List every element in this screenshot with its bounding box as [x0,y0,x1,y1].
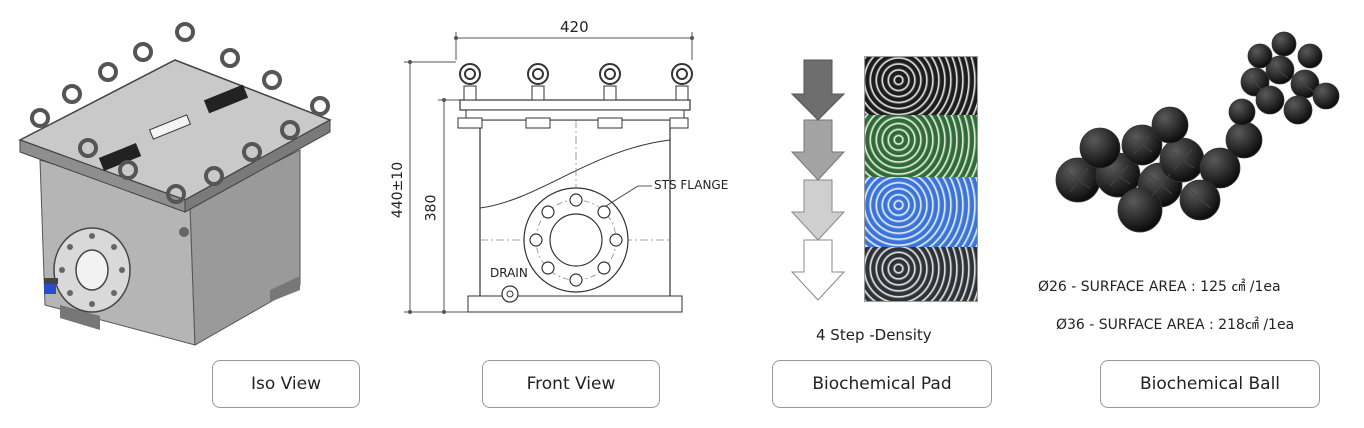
dimension-width: 420 [560,18,589,36]
front-view-drawing [404,32,694,314]
biochemical-ball-image [1055,31,1340,233]
pad-layer-3 [865,177,977,247]
callout-drain: DRAIN [490,266,528,280]
pad-caption: 4 Step -Density [816,326,932,344]
filter-pad-layers [864,56,978,302]
callout-sts-flange: STS FLANGE [654,178,729,192]
iso-view-drawing [18,22,332,346]
dimension-height-total: 440±10 [390,161,407,219]
front-view-label[interactable]: Front View [482,360,660,408]
dimension-height-body: 380 [423,194,440,222]
pad-layer-4 [865,247,977,301]
biochemical-ball-panel: Ø26 - SURFACE AREA : 125 ㎠ /1ea Ø36 - SU… [1030,0,1364,428]
pad-layer-2 [865,115,977,177]
iso-view-label[interactable]: Iso View [212,360,360,408]
front-view-panel: 420 440±10 380 STS FLANGE DRAIN Front Vi… [380,0,740,428]
biochemical-pad-panel: 4 Step -Density Biochemical Pad [770,0,1010,428]
spec-ball-36: Ø36 - SURFACE AREA : 218㎠ /1ea [1056,317,1295,333]
biochemical-ball-label[interactable]: Biochemical Ball [1100,360,1320,408]
pad-layer-1 [865,57,977,115]
iso-view-panel: Iso View [0,0,360,428]
biochemical-pad-label[interactable]: Biochemical Pad [772,360,992,408]
density-arrows-drawing [790,59,846,301]
spec-ball-26: Ø26 - SURFACE AREA : 125 ㎠ /1ea [1038,279,1281,295]
